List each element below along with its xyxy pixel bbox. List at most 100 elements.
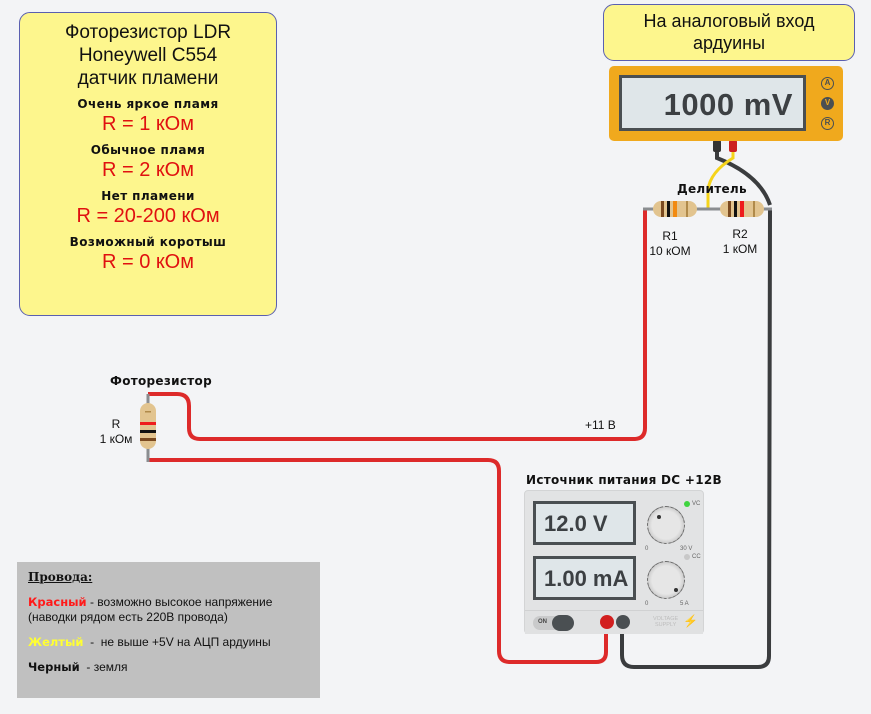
band [667, 201, 670, 217]
case-label: Очень яркое пламя [77, 97, 219, 111]
knob-indicator [674, 588, 678, 592]
psu-title: Источник питания DC +12В [526, 473, 722, 487]
case-label: Возможный коротыш [69, 235, 227, 249]
voltage-knob-min: 0 [645, 546, 649, 552]
r1-value: 10 кОМ [649, 244, 691, 258]
r2-label: R2 1 кОМ [715, 227, 765, 257]
band [686, 201, 688, 217]
legend-text: - возможно высокое напряжение (наводки р… [28, 595, 273, 624]
psu-voltage-value: 12.0 V [544, 511, 608, 536]
brand-line: VOLTAGE [653, 616, 679, 622]
negative-terminal[interactable] [616, 615, 630, 629]
mode-voltmeter-button[interactable]: V [821, 97, 834, 110]
multimeter-reading: 1000 mV [663, 87, 793, 122]
case-value: R = 0 кОм [102, 251, 194, 273]
r2-value: 1 кОМ [722, 242, 758, 256]
power-switch[interactable]: ON [533, 615, 574, 631]
arduino-note-line: ардуины [692, 33, 766, 53]
r1-label: R1 10 кОМ [645, 229, 695, 259]
case-value: R = 2 кОм [102, 159, 194, 181]
cc-led-icon [684, 554, 690, 560]
psu-brand: VOLTAGE SUPPLY [653, 616, 678, 628]
brand-line: SUPPLY [654, 622, 677, 628]
wire-red-11v [148, 209, 647, 441]
band [140, 430, 156, 433]
positive-terminal[interactable] [600, 615, 614, 629]
r2-name: R2 [732, 227, 748, 241]
wire-yellow-signal [706, 152, 735, 209]
case-normal-flame: Обычное пламя R = 2 кОм [20, 142, 276, 182]
note-title: Фоторезистор LDR Honeywell C554 датчик п… [20, 21, 276, 90]
psu-bottom-panel: ON VOLTAGE SUPPLY ⚡ [525, 610, 703, 634]
meter-probe-com [713, 140, 721, 152]
voltage-knob[interactable] [647, 506, 685, 544]
case-short: Возможный коротыш R = 0 кОм [20, 234, 276, 274]
legend-key: Черный [28, 660, 80, 674]
band [740, 201, 744, 217]
cv-label: VC [692, 501, 701, 507]
case-bright-flame: Очень яркое пламя R = 1 кОм [20, 96, 276, 136]
resistor-r2 [720, 201, 764, 217]
multimeter-display: 1000 mV [619, 75, 806, 131]
band [145, 411, 151, 413]
psu-voltage-display: 12.0 V [533, 501, 636, 545]
photoresistor-value: 1 кОм [99, 432, 133, 446]
band [140, 438, 156, 441]
cv-led-icon [684, 501, 690, 507]
power-supply: 12.0 V 1.00 mA 0 30 V VC 0 5 A CC ON VOL… [524, 490, 704, 634]
ldr-info-note: Фоторезистор LDR Honeywell C554 датчик п… [19, 12, 277, 316]
switch-knob [552, 615, 574, 631]
case-label: Нет пламени [101, 189, 195, 203]
mode-ohmmeter-button[interactable]: R [821, 117, 834, 130]
voltage-knob-max: 30 V [680, 546, 693, 552]
case-value: R = 1 кОм [102, 113, 194, 135]
wire-black-meter [715, 152, 772, 206]
note-title-line: Honeywell C554 [78, 45, 218, 66]
photoresistor-body [140, 403, 156, 449]
psu-current-value: 1.00 mA [544, 566, 629, 591]
note-title-line: датчик пламени [77, 68, 219, 89]
resistor-r1 [653, 201, 697, 217]
current-knob[interactable] [647, 561, 685, 599]
mode-ammeter-button[interactable]: A [821, 77, 834, 90]
case-value: R = 20-200 кОм [76, 205, 220, 227]
legend-key: Красный [28, 595, 87, 609]
legend-key: Желтый [28, 635, 84, 649]
current-knob-max: 5 A [680, 601, 689, 607]
r1-name: R1 [662, 229, 678, 243]
case-label: Обычное пламя [90, 143, 206, 157]
legend-title: Провода: [28, 570, 93, 584]
arduino-input-note: На аналоговый вход ардуины [603, 4, 855, 61]
case-no-flame: Нет пламени R = 20-200 кОм [20, 188, 276, 228]
arduino-note-line: На аналоговый вход [643, 11, 815, 31]
lightning-icon: ⚡ [683, 614, 698, 628]
legend-text: - земля [79, 660, 128, 674]
wire-black-ground [620, 209, 772, 669]
band [140, 422, 156, 425]
band [661, 201, 664, 217]
switch-label: ON [538, 619, 547, 625]
meter-probe-v [729, 140, 737, 152]
legend-item-red: Красный - возможно высокое напряжение (н… [28, 595, 309, 625]
legend-text: - не выше +5V на АЦП ардуины [83, 635, 271, 649]
wire-legend: Провода: Красный - возможно высокое напр… [17, 562, 320, 698]
divider-title: Делитель [677, 182, 747, 196]
wire-voltage-label: +11 В [585, 418, 616, 432]
band [673, 201, 677, 217]
multimeter[interactable]: 1000 mV A V R [609, 66, 843, 141]
current-knob-min: 0 [645, 601, 649, 607]
photoresistor-name: R [111, 417, 121, 431]
band [734, 201, 737, 217]
cc-label: CC [692, 554, 701, 560]
band [728, 201, 731, 217]
knob-indicator [657, 515, 661, 519]
photoresistor-label: R 1 кОм [96, 417, 136, 447]
psu-current-display: 1.00 mA [533, 556, 636, 600]
legend-item-black: Черный - земля [28, 660, 309, 675]
photoresistor-title: Фоторезистор [110, 374, 212, 388]
band [753, 201, 755, 217]
wire-red-psu [148, 458, 608, 664]
legend-item-yellow: Желтый - не выше +5V на АЦП ардуины [28, 635, 309, 650]
note-title-line: Фоторезистор LDR [64, 22, 232, 43]
